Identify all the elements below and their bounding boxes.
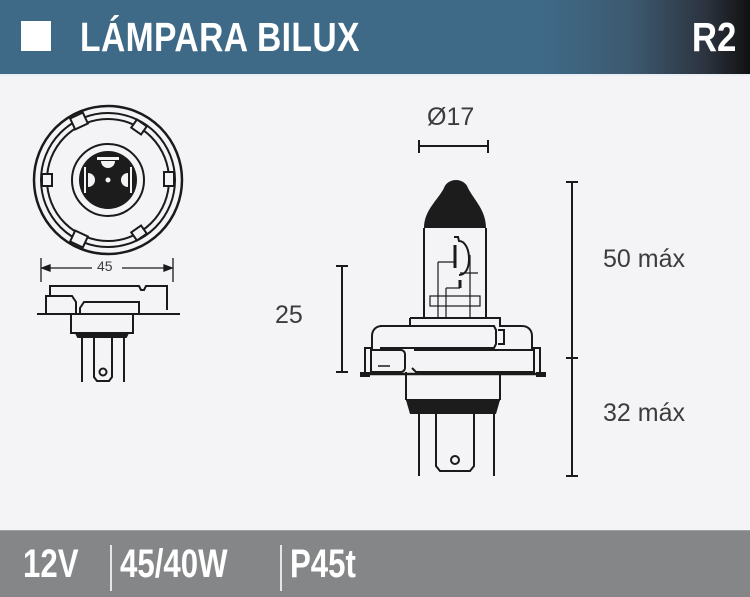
width-dimension-label: 45 xyxy=(97,258,113,274)
voltage-spec: 12V xyxy=(23,542,79,586)
upper-height-label: 50 máx xyxy=(603,245,685,273)
header-underline xyxy=(0,74,750,76)
diameter-dimension-label: Ø17 xyxy=(427,103,475,131)
focal-height-label: 25 xyxy=(275,301,303,329)
product-title: LÁMPARA BILUX xyxy=(80,14,360,60)
spec-divider xyxy=(110,545,112,591)
header-bar: LÁMPARA BILUX R2 xyxy=(0,0,750,74)
wattage-spec: 45/40W xyxy=(120,542,228,586)
product-code: R2 xyxy=(691,14,736,60)
base-type-spec: P45t xyxy=(290,542,356,586)
spec-divider xyxy=(280,545,282,591)
square-bullet-icon xyxy=(21,21,51,51)
spec-footer-bar: 12V 45/40W P45t xyxy=(0,530,750,597)
lower-height-label: 32 máx xyxy=(603,399,685,427)
